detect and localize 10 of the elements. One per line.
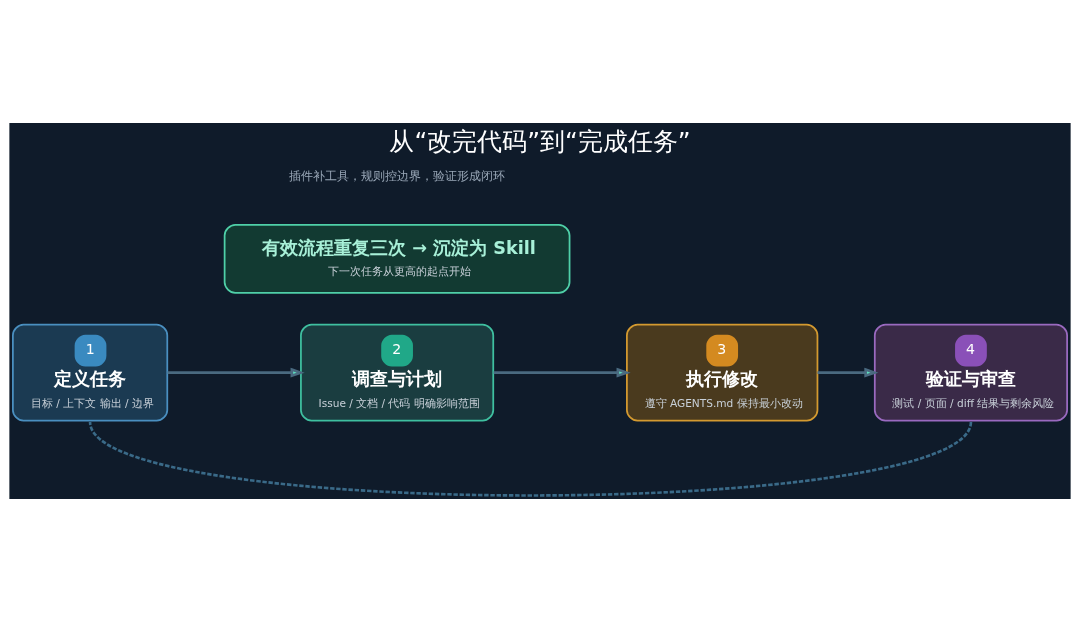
node-box: 4 验证与审查 测试 / 页面 / diff 结果与剩余风险 [873,323,1068,422]
arrow [167,367,305,378]
node-box: 2 调查与计划 Issue / 文档 / 代码 明确影响范围 [300,323,495,422]
node-box: 有效流程重复三次 → 沉淀为 Skill 下一次任务从更高的起点开始 [223,223,571,294]
arrow [493,367,631,378]
node-box: 3 执行修改 遵守 AGENTS.md 保持最小改动 [626,323,819,422]
label: 插件补工具，规则控边界，验证形成闭环 [289,168,506,183]
node-box: 1 定义任务 目标 / 上下文 输出 / 边界 [12,323,169,422]
diagram-title: 从“改完代码”到“完成任务” [389,126,691,156]
arrow [817,367,879,378]
